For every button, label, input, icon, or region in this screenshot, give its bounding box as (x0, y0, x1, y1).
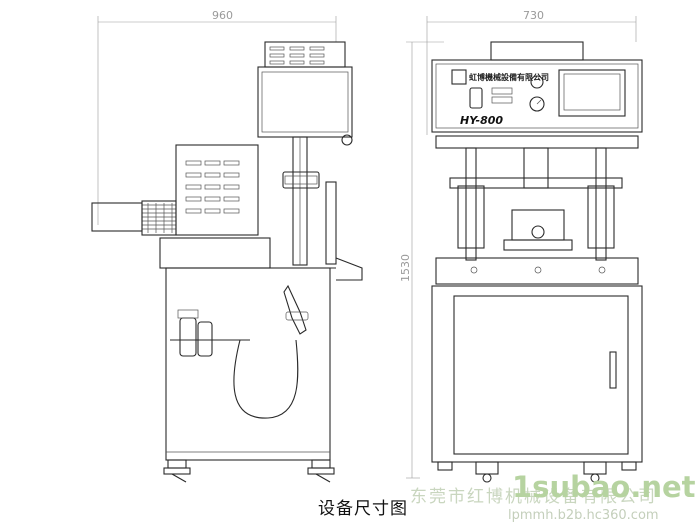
side-view (91, 41, 363, 483)
model-label: HY-800 (460, 114, 503, 127)
front-view: 虹博機械設備有限公司 HY-800 (431, 41, 643, 483)
nameplate-text: 虹博機械設備有限公司 (469, 72, 549, 82)
watermark-company: 东莞市红博机械设备有限公司 (410, 487, 657, 507)
dimension-lines (97, 16, 637, 479)
width-left-label: 960 (212, 9, 233, 22)
watermark-url: lpmmh.b2b.hc360.com (508, 508, 659, 523)
height-label: 1530 (399, 254, 412, 282)
width-right-label: 730 (523, 9, 544, 22)
watermark-brand: 1subao.net (512, 470, 696, 504)
drawing-caption: 设备尺寸图 (318, 499, 408, 519)
